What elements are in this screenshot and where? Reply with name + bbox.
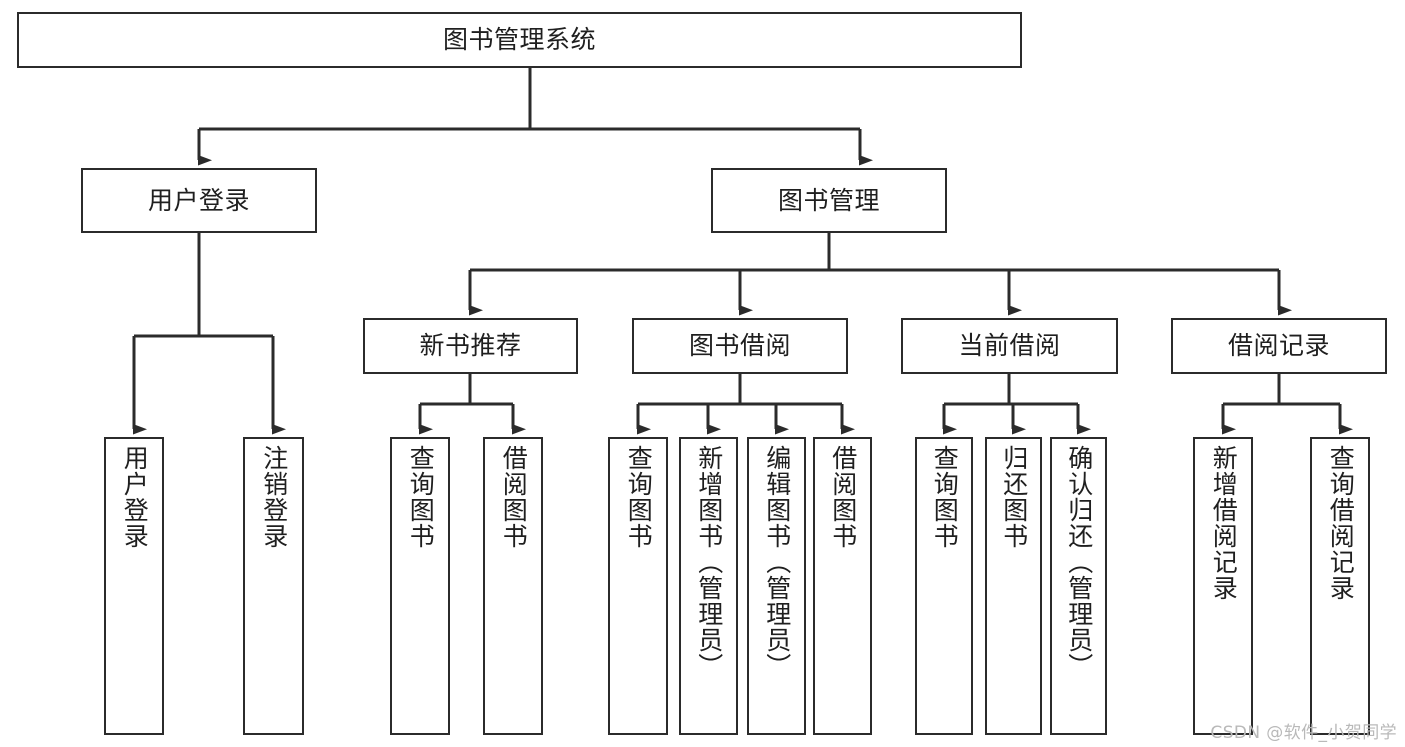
- node-leaf-confirm-return-label: 确认归还（管理员）: [1064, 445, 1094, 679]
- node-leaf-add-record[interactable]: 新增借阅记录: [1193, 437, 1253, 735]
- node-current-borrow[interactable]: 当前借阅: [901, 318, 1118, 374]
- node-leaf-logout[interactable]: 注销登录: [243, 437, 304, 735]
- node-book-manage-label: 图书管理: [777, 185, 880, 215]
- node-current-borrow-label: 当前借阅: [958, 331, 1061, 360]
- node-leaf-edit-book-label: 编辑图书（管理员）: [762, 445, 792, 679]
- node-borrow-record[interactable]: 借阅记录: [1171, 318, 1387, 374]
- node-book-borrow-label: 图书借阅: [688, 331, 791, 360]
- node-new-book-recommend-label: 新书推荐: [419, 331, 522, 360]
- node-user-login[interactable]: 用户登录: [81, 168, 317, 233]
- node-root-label: 图书管理系统: [442, 25, 596, 54]
- node-borrow-record-label: 借阅记录: [1227, 331, 1330, 360]
- node-new-book-recommend[interactable]: 新书推荐: [363, 318, 578, 374]
- node-leaf-query-book-1[interactable]: 查询图书: [390, 437, 450, 735]
- node-leaf-query-book-1-label: 查询图书: [406, 445, 436, 549]
- node-leaf-return-book[interactable]: 归还图书: [985, 437, 1042, 735]
- node-book-manage[interactable]: 图书管理: [711, 168, 947, 233]
- node-leaf-query-book-2[interactable]: 查询图书: [608, 437, 668, 735]
- node-leaf-borrow-book-1[interactable]: 借阅图书: [483, 437, 543, 735]
- node-user-login-label: 用户登录: [147, 185, 250, 215]
- csdn-watermark: CSDN @软件_小贺同学: [1210, 723, 1397, 743]
- node-leaf-confirm-return[interactable]: 确认归还（管理员）: [1050, 437, 1107, 735]
- node-leaf-query-book-2-label: 查询图书: [624, 445, 654, 549]
- node-leaf-query-book-3-label: 查询图书: [930, 445, 960, 549]
- node-leaf-borrow-book-1-label: 借阅图书: [499, 445, 529, 549]
- node-leaf-add-book[interactable]: 新增图书（管理员）: [679, 437, 738, 735]
- node-leaf-user-login-label: 用户登录: [120, 445, 150, 549]
- node-leaf-user-login[interactable]: 用户登录: [104, 437, 164, 735]
- node-leaf-add-book-label: 新增图书（管理员）: [694, 445, 724, 679]
- node-leaf-return-book-label: 归还图书: [999, 445, 1029, 549]
- node-leaf-logout-label: 注销登录: [259, 445, 289, 549]
- node-root[interactable]: 图书管理系统: [17, 12, 1022, 68]
- node-leaf-add-record-label: 新增借阅记录: [1209, 445, 1239, 601]
- node-leaf-borrow-book-2[interactable]: 借阅图书: [813, 437, 872, 735]
- node-leaf-borrow-book-2-label: 借阅图书: [828, 445, 858, 549]
- node-book-borrow[interactable]: 图书借阅: [632, 318, 848, 374]
- node-leaf-query-record-label: 查询借阅记录: [1326, 445, 1356, 601]
- node-leaf-query-record[interactable]: 查询借阅记录: [1310, 437, 1370, 735]
- node-leaf-edit-book[interactable]: 编辑图书（管理员）: [747, 437, 806, 735]
- node-leaf-query-book-3[interactable]: 查询图书: [915, 437, 973, 735]
